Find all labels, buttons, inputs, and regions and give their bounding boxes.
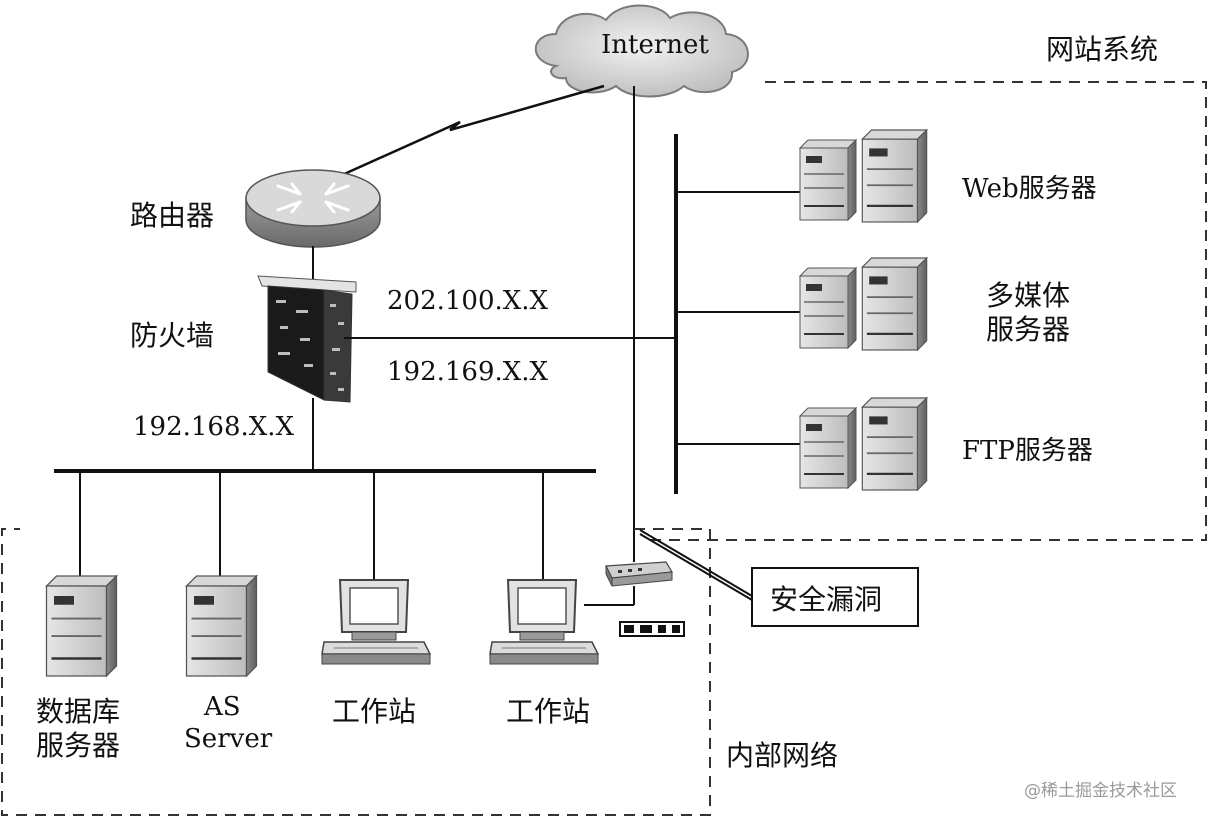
security-hole-label: 安全漏洞	[770, 583, 883, 616]
security-hole-callout	[751, 567, 919, 627]
ip-dmz-label: 192.169.X.X	[387, 357, 549, 387]
firewall-label: 防火墙	[130, 319, 215, 352]
ftp-server-icon	[800, 398, 927, 490]
website-system-boundary	[648, 81, 1207, 541]
ip-external-label: 202.100.X.X	[387, 286, 549, 316]
internet-cloud-icon	[534, 4, 749, 98]
internal-network-label: 内部网络	[726, 739, 839, 772]
internet-label: Internet	[601, 30, 709, 60]
modem-icon	[605, 561, 674, 587]
ip-internal-label: 192.168.X.X	[133, 412, 295, 442]
firewall-icon	[257, 275, 357, 403]
workstation-1-label: 工作站	[332, 695, 417, 728]
ftp-server-label: FTP服务器	[962, 436, 1093, 466]
workstation-1-icon	[321, 579, 431, 665]
web-server-label: Web服务器	[962, 174, 1097, 204]
workstation-2-icon	[489, 579, 599, 665]
as-server-icon	[185, 574, 258, 678]
as-server-label-line1: AS	[204, 692, 241, 722]
media-server-label-line1: 多媒体	[986, 279, 1071, 312]
web-server-icon	[800, 130, 927, 222]
database-server-icon	[45, 574, 118, 678]
phone-connector-icon	[619, 621, 685, 637]
database-server-label-line1: 数据库	[36, 695, 121, 728]
watermark: @稀土掘金技术社区	[1024, 781, 1177, 801]
database-server-label-line2: 服务器	[36, 729, 121, 762]
media-server-icon	[800, 258, 927, 350]
workstation-2-label: 工作站	[506, 695, 591, 728]
internal-network-boundary	[1, 528, 711, 816]
as-server-label-line2: Server	[184, 724, 273, 754]
router-icon	[245, 169, 381, 248]
router-label: 路由器	[130, 199, 215, 232]
wan-link	[321, 84, 605, 186]
media-server-label-line2: 服务器	[986, 313, 1071, 346]
website-system-label: 网站系统	[1046, 33, 1159, 66]
